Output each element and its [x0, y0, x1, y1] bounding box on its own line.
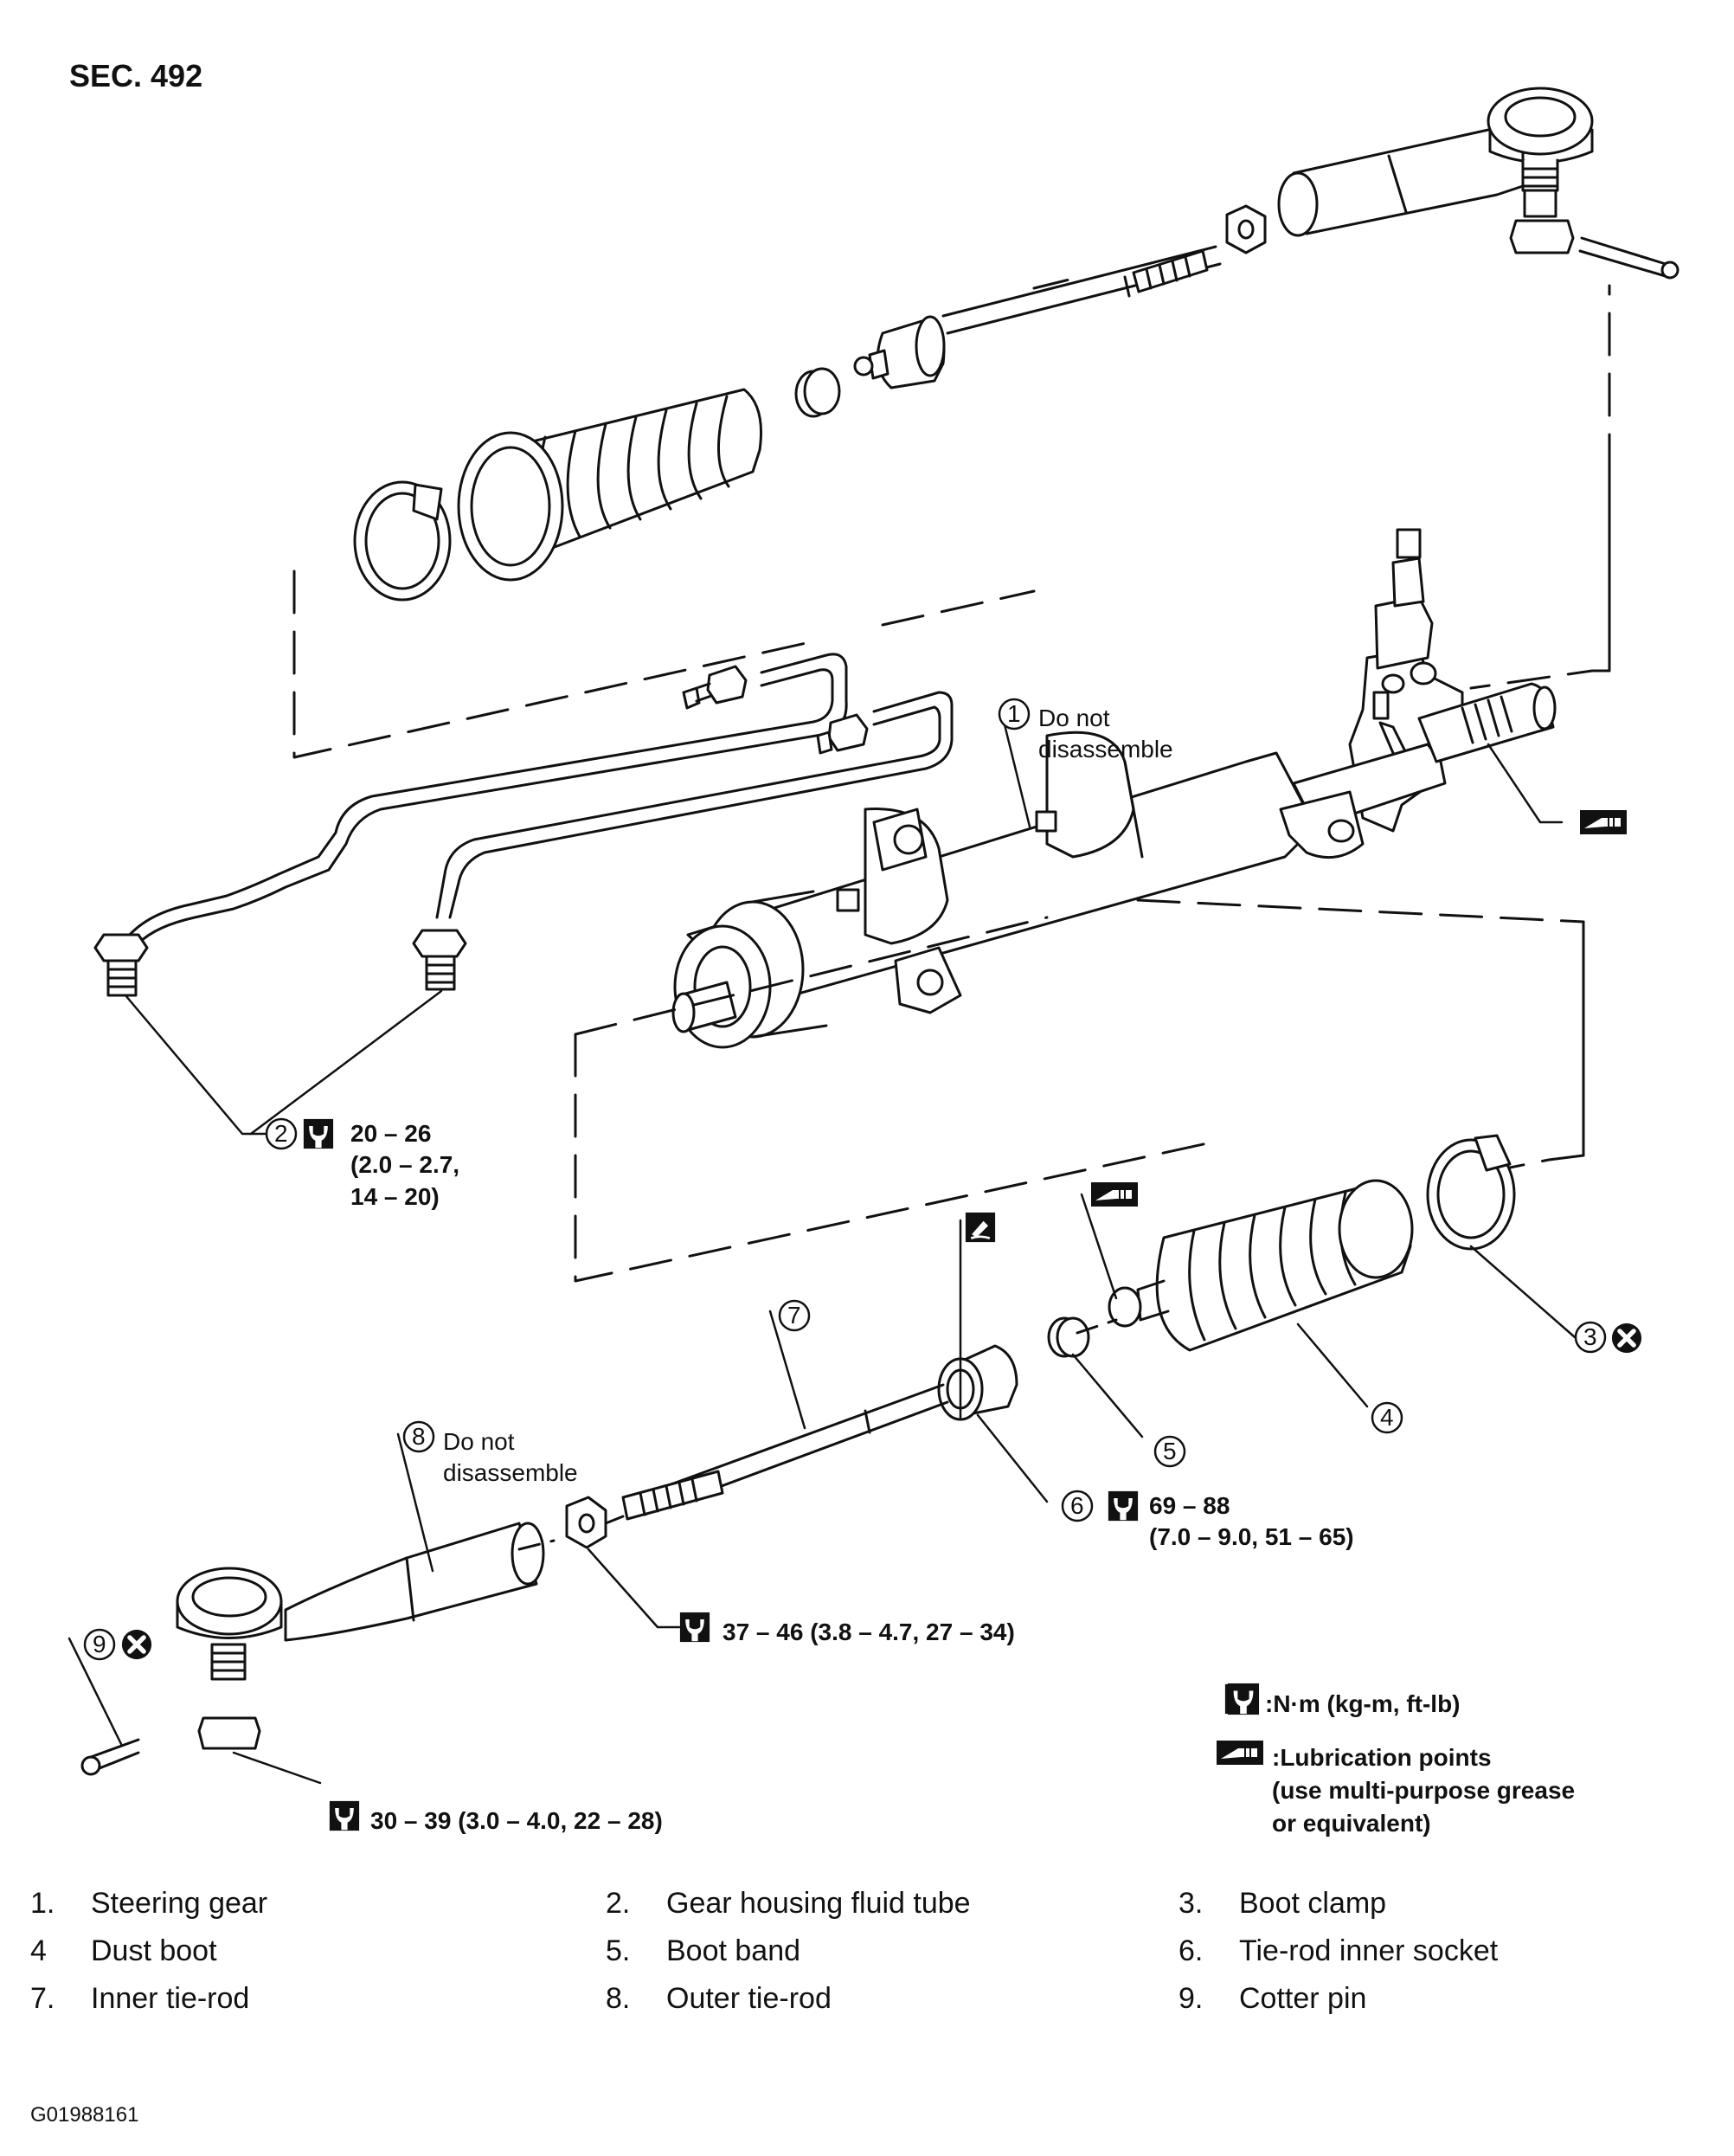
- torque-wrench-icon: [1108, 1490, 1139, 1522]
- figure-code: G01988161: [30, 2103, 139, 2127]
- grease-gun-icon: [1216, 1740, 1264, 1766]
- torque-wrench-icon: [1227, 1683, 1260, 1715]
- callout-6-number: 6: [1070, 1492, 1084, 1519]
- do-not-reuse-icon: [1612, 1323, 1641, 1353]
- lower-jam-nut: [565, 1496, 607, 1549]
- do-not-reuse-icon: [122, 1630, 151, 1659]
- torque-wrench-icon: [679, 1612, 710, 1643]
- lower-cotter-pin: [80, 1738, 140, 1776]
- upper-outer-tie-rod: [1277, 87, 1594, 254]
- callout-5-number: 5: [1163, 1438, 1177, 1464]
- legend-torque-units: :N·m (kg-m, ft-lb): [1265, 1690, 1461, 1717]
- legend-lubrication: :Lubrication points (use multi-purpose g…: [1272, 1744, 1576, 1837]
- lower-guide-dashes: [574, 898, 1585, 1283]
- lower-inner-tie-rod: [621, 1383, 949, 1521]
- callout-3-number: 3: [1583, 1323, 1597, 1350]
- upper-inner-tie-rod: [941, 245, 1222, 335]
- castle-nut-torque: 30 – 39 (3.0 – 4.0, 22 – 28): [370, 1807, 663, 1834]
- lower-outer-tie-rod: [176, 1522, 545, 1750]
- grease-gun-icon: [1579, 809, 1628, 835]
- callout-6-torque: 69 – 88 (7.0 – 9.0, 51 – 65): [1149, 1492, 1354, 1551]
- callout-7-number: 7: [787, 1302, 801, 1329]
- list-item: 7.Inner tie-rod: [30, 1982, 250, 2015]
- callout-2-torque: 20 – 26 (2.0 – 2.7, 14 – 20): [350, 1120, 460, 1210]
- upper-boot-band: [794, 367, 841, 418]
- leader-lines: [67, 712, 1577, 1785]
- lower-dust-boot: [1108, 1179, 1414, 1352]
- list-item: 1.Steering gear: [30, 1887, 268, 1920]
- callout-1-number: 1: [1007, 700, 1021, 727]
- list-item: 3.Boot clamp: [1178, 1887, 1387, 1920]
- grease-gun-icon: [1090, 1181, 1139, 1207]
- callout-8-number: 8: [412, 1423, 426, 1450]
- jam-nut-torque: 37 – 46 (3.8 – 4.7, 27 – 34): [722, 1619, 1015, 1645]
- upper-guide-dashes: [292, 284, 1611, 759]
- torque-wrench-icon: [329, 1800, 360, 1831]
- list-item: 6.Tie-rod inner socket: [1178, 1934, 1499, 1967]
- callout-1-note: Do not disassemble: [1038, 705, 1173, 763]
- list-item: 5.Boot band: [606, 1934, 801, 1967]
- callout-2-number: 2: [274, 1120, 288, 1147]
- upper-cotter-pin: [1578, 236, 1679, 280]
- torque-wrench-icon: [303, 1118, 334, 1149]
- section-label: SEC. 492: [69, 58, 203, 93]
- lower-boot-clamp: [1426, 1134, 1516, 1251]
- callout-9-number: 9: [93, 1631, 106, 1657]
- lower-inner-socket: [937, 1344, 1018, 1421]
- list-item: 9.Cotter pin: [1178, 1982, 1367, 2015]
- upper-dust-boot: [457, 388, 763, 582]
- upper-boot-clamp: [353, 480, 452, 602]
- steering-gear-housing: [671, 528, 1557, 1049]
- upper-jam-nut: [1225, 204, 1267, 254]
- list-item: 8.Outer tie-rod: [606, 1982, 832, 2015]
- callout-circles: [83, 698, 1607, 1661]
- sealant-icon: [965, 1212, 996, 1243]
- upper-inner-socket: [853, 315, 946, 389]
- gear-housing-fluid-tube: [93, 653, 954, 997]
- callout-4-number: 4: [1380, 1404, 1394, 1431]
- list-item: 2.Gear housing fluid tube: [606, 1887, 971, 1920]
- lower-boot-band: [1047, 1316, 1090, 1358]
- callout-8-note: Do not disassemble: [443, 1428, 578, 1487]
